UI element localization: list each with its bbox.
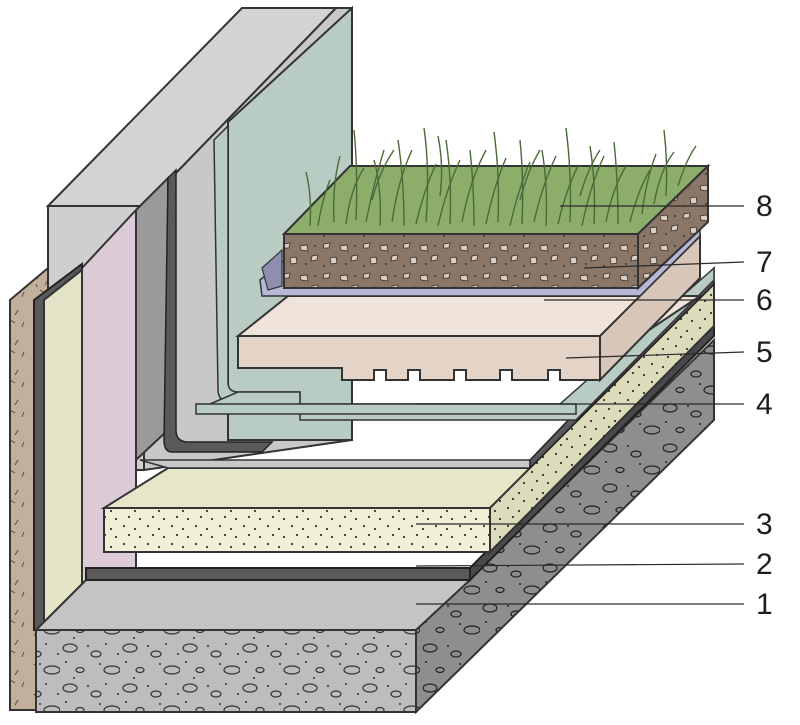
- wall-membrane-upturn: [163, 168, 274, 453]
- layer-3-insulation-front: [103, 507, 491, 553]
- leader-line-2: [415, 563, 745, 567]
- leader-line-7: [583, 261, 745, 269]
- callout-2: 2: [756, 548, 773, 581]
- callout-4: 4: [756, 388, 773, 421]
- layer-4-sheet-front: [195, 403, 577, 415]
- callout-7: 7: [756, 246, 773, 279]
- leader-line-5: [565, 351, 745, 359]
- callout-8: 8: [756, 190, 773, 223]
- layer-7-substrate-side: [637, 163, 709, 291]
- layer-5-drainage-front: [237, 335, 601, 381]
- layer-7-substrate-front: [283, 233, 639, 289]
- layer-3-insulation-top: [100, 467, 533, 509]
- layer-3-membrane-strip: [139, 459, 531, 469]
- layer-6-fleece-upturn: [261, 248, 283, 291]
- callout-1: 1: [756, 588, 773, 621]
- layer-1-screed-top: [33, 579, 473, 631]
- wall-light-face: [43, 267, 83, 631]
- callout-6: 6: [756, 284, 773, 317]
- callout-leaders: [415, 205, 745, 605]
- callout-5: 5: [756, 336, 773, 369]
- layer-2-membrane-front: [85, 567, 471, 581]
- grass-blades: [305, 127, 697, 227]
- callout-3: 3: [756, 508, 773, 541]
- wall-membrane-strip: [135, 175, 169, 463]
- concrete-base-front: [35, 629, 417, 713]
